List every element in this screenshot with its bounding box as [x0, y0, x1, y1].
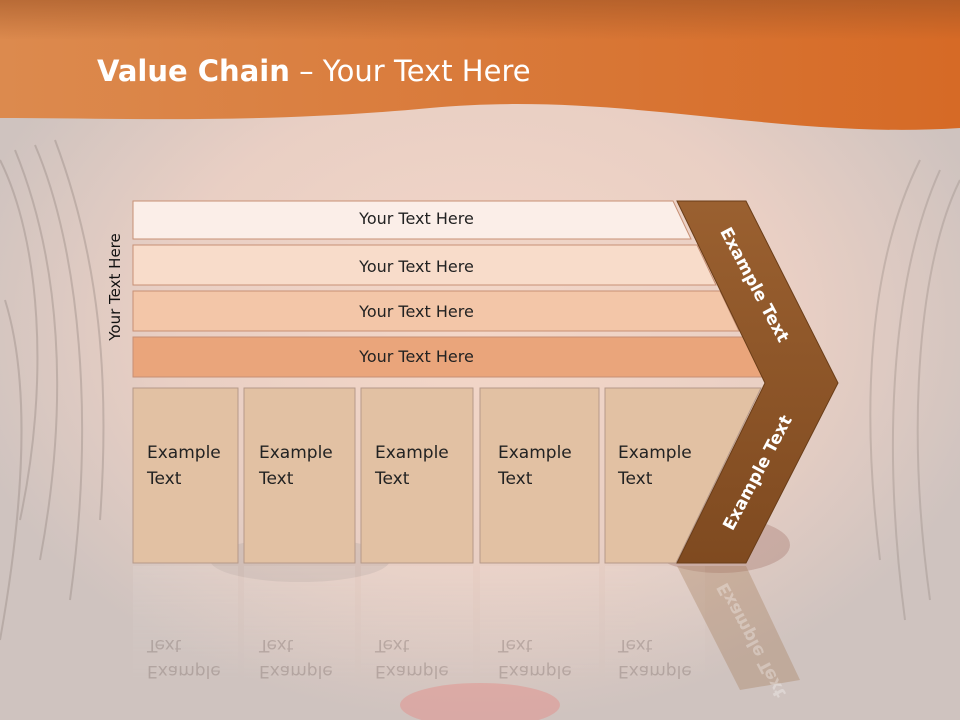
reflection-text-3-line1: Example: [375, 661, 449, 681]
column-box-2: [243, 387, 356, 564]
column-text-5: Example Text: [618, 440, 692, 492]
reflection-text-4: Example Text: [498, 632, 572, 684]
column-text-1: Example Text: [147, 440, 221, 492]
column-text-2-line1: Example: [259, 443, 333, 463]
column-text-2: Example Text: [259, 440, 333, 492]
column-text-1-line2: Text: [147, 469, 182, 489]
row-bar-2: [132, 244, 717, 286]
column-box-3: [360, 387, 474, 564]
reflection-text-5-line2: Text: [618, 635, 653, 655]
column-text-4: Example Text: [498, 440, 572, 492]
reflection-text-5: Example Text: [618, 632, 692, 684]
row-label-3: Your Text Here: [359, 302, 474, 321]
row-label-1: Your Text Here: [359, 209, 474, 228]
reflection-text-4-line1: Example: [498, 661, 572, 681]
column-text-4-line1: Example: [498, 443, 572, 463]
row-bar-3: [132, 290, 740, 332]
column-text-4-line2: Text: [498, 469, 533, 489]
reflection-text-1-line1: Example: [147, 661, 221, 681]
row-label-4: Your Text Here: [359, 347, 474, 366]
column-text-3: Example Text: [375, 440, 449, 492]
column-text-5-line1: Example: [618, 443, 692, 463]
slide-title: Value Chain – Your Text Here: [97, 54, 531, 88]
column-box-4: [479, 387, 600, 564]
column-box-5: [604, 387, 762, 564]
column-text-1-line1: Example: [147, 443, 221, 463]
reflection-text-1-line2: Text: [147, 635, 182, 655]
column-text-3-line2: Text: [375, 469, 410, 489]
column-text-5-line2: Text: [618, 469, 653, 489]
title-rest-part: – Your Text Here: [289, 54, 531, 88]
reflection-text-2-line1: Example: [259, 661, 333, 681]
reflection-text-2: Example Text: [259, 632, 333, 684]
row-bar-1: [132, 200, 692, 240]
chevron-arrow: [676, 200, 839, 564]
column-text-2-line2: Text: [259, 469, 294, 489]
row-label-2: Your Text Here: [359, 257, 474, 276]
column-text-3-line1: Example: [375, 443, 449, 463]
title-bold-part: Value Chain: [97, 54, 290, 88]
column-box-1: [132, 387, 239, 564]
reflection-text-4-line2: Text: [498, 635, 533, 655]
reflection-text-3: Example Text: [375, 632, 449, 684]
reflection-text-1: Example Text: [147, 632, 221, 684]
reflection-text-5-line1: Example: [618, 661, 692, 681]
side-label: Your Text Here: [106, 233, 124, 341]
reflection-text-2-line2: Text: [259, 635, 294, 655]
reflection-text-3-line2: Text: [375, 635, 410, 655]
